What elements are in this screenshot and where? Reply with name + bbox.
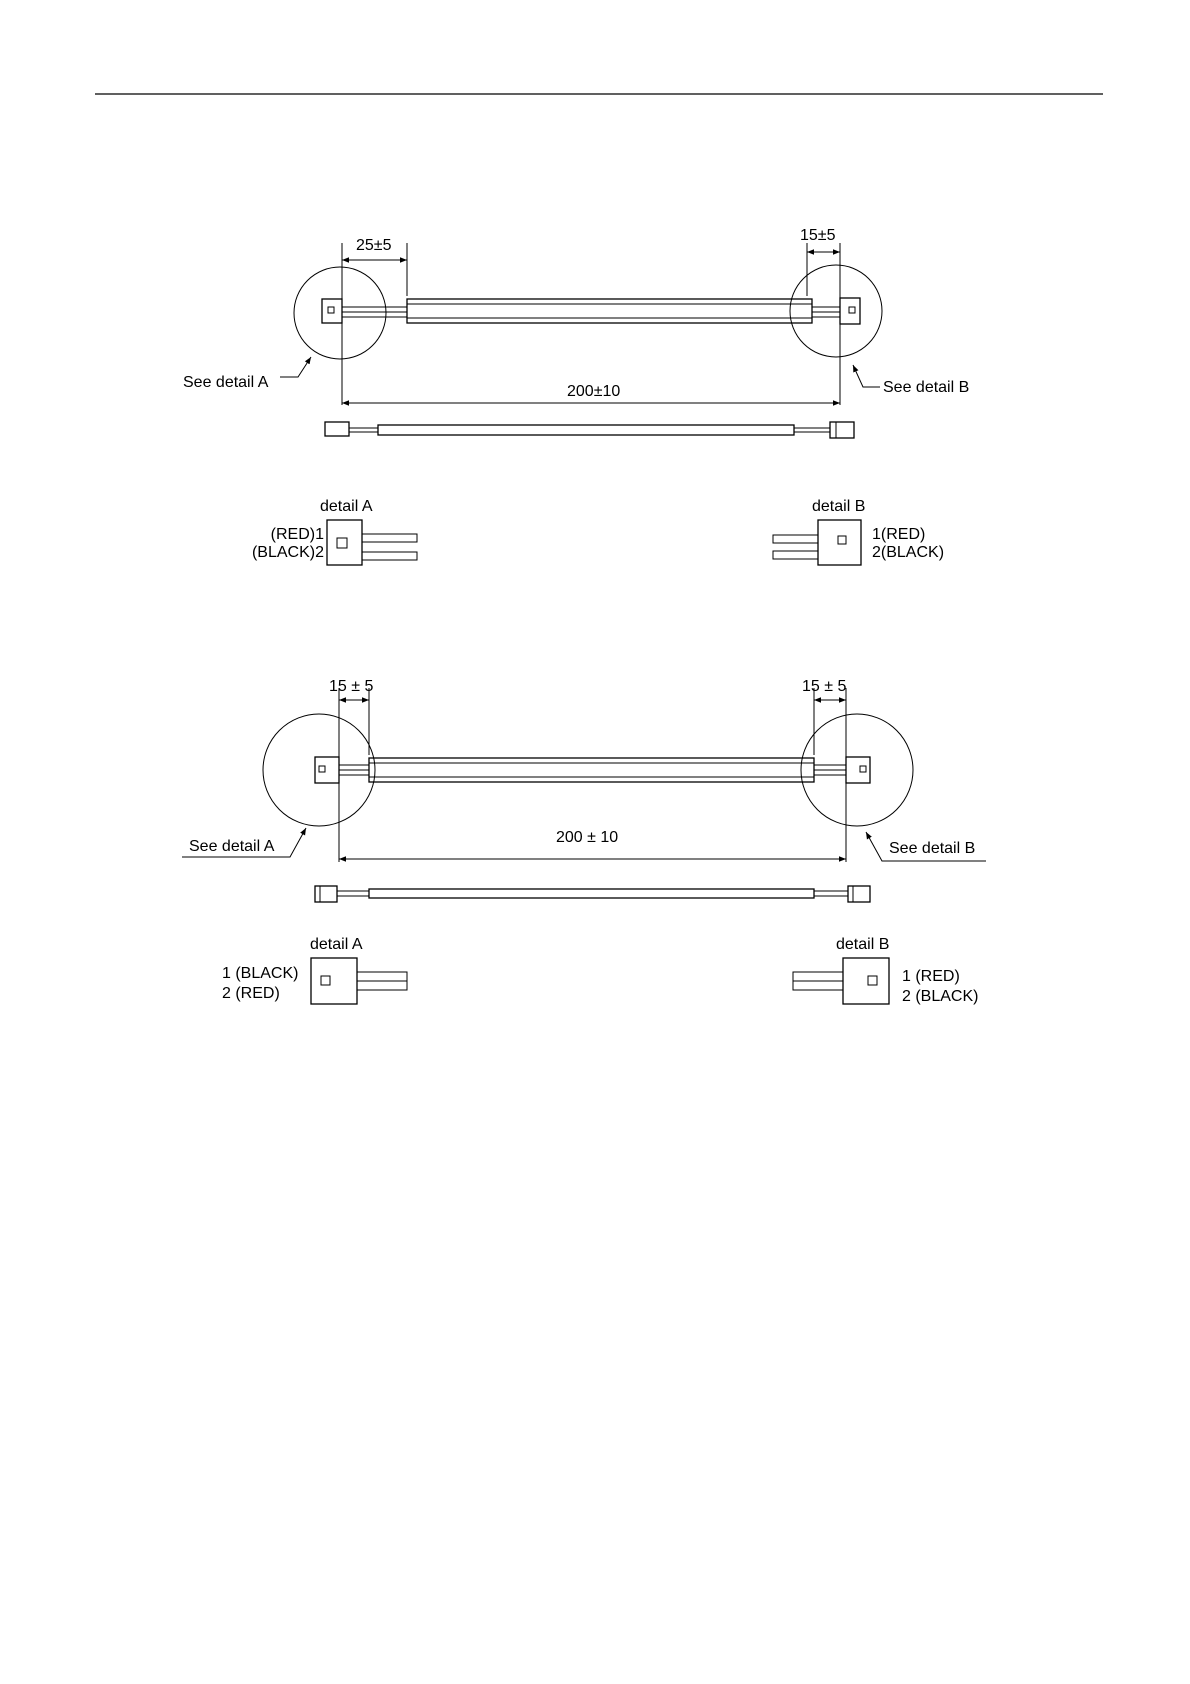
cable-body xyxy=(407,299,812,323)
detail-b-pin1: 1(RED) xyxy=(872,526,925,543)
detail-b-pin2: 2(BLACK) xyxy=(872,544,944,561)
detail-a-pin2: 2 (RED) xyxy=(222,985,280,1002)
detail-b-pin2: 2 (BLACK) xyxy=(902,988,978,1005)
see-detail-b-label: See detail B xyxy=(889,840,975,857)
detail-a-pin1: (RED)1 xyxy=(271,526,324,543)
detail-b-circle xyxy=(790,265,882,357)
cable-diagram-2: 15 ± 5 15 ± 5 200 ± 10 See detail A See … xyxy=(182,678,986,1005)
detail-a-view: detail A (RED)1 (BLACK)2 xyxy=(252,498,417,565)
detail-a-title: detail A xyxy=(310,936,363,953)
detail-b-pin1: 1 (RED) xyxy=(902,968,960,985)
cable-side-view xyxy=(315,886,870,902)
detail-b-view: detail B 1(RED) 2(BLACK) xyxy=(773,498,944,565)
cable-diagram-1: 25±5 15±5 200±10 See detail A See detail… xyxy=(183,227,969,565)
see-detail-a-label: See detail A xyxy=(183,374,269,391)
connector-a xyxy=(322,299,342,323)
see-detail-b-label: See detail B xyxy=(883,379,969,396)
detail-b-title: detail B xyxy=(812,498,865,515)
dim-right-label: 15 ± 5 xyxy=(802,678,846,695)
detail-b-title: detail B xyxy=(836,936,889,953)
detail-a-title: detail A xyxy=(320,498,373,515)
detail-a-view: detail A 1 (BLACK) 2 (RED) xyxy=(222,936,407,1004)
connector-b xyxy=(840,298,860,324)
cable-side-view xyxy=(325,422,854,438)
dim-right-label: 15±5 xyxy=(800,227,836,244)
see-detail-a-label: See detail A xyxy=(189,838,275,855)
dim-left-label: 15 ± 5 xyxy=(329,678,373,695)
dim-left-label: 25±5 xyxy=(356,237,392,254)
detail-a-pin2: (BLACK)2 xyxy=(252,544,324,561)
cable-body xyxy=(369,758,814,782)
dim-length-label: 200 ± 10 xyxy=(556,829,618,846)
detail-a-pin1: 1 (BLACK) xyxy=(222,965,298,982)
detail-b-view: detail B 1 (RED) 2 (BLACK) xyxy=(793,936,978,1005)
dim-length-label: 200±10 xyxy=(567,383,620,400)
